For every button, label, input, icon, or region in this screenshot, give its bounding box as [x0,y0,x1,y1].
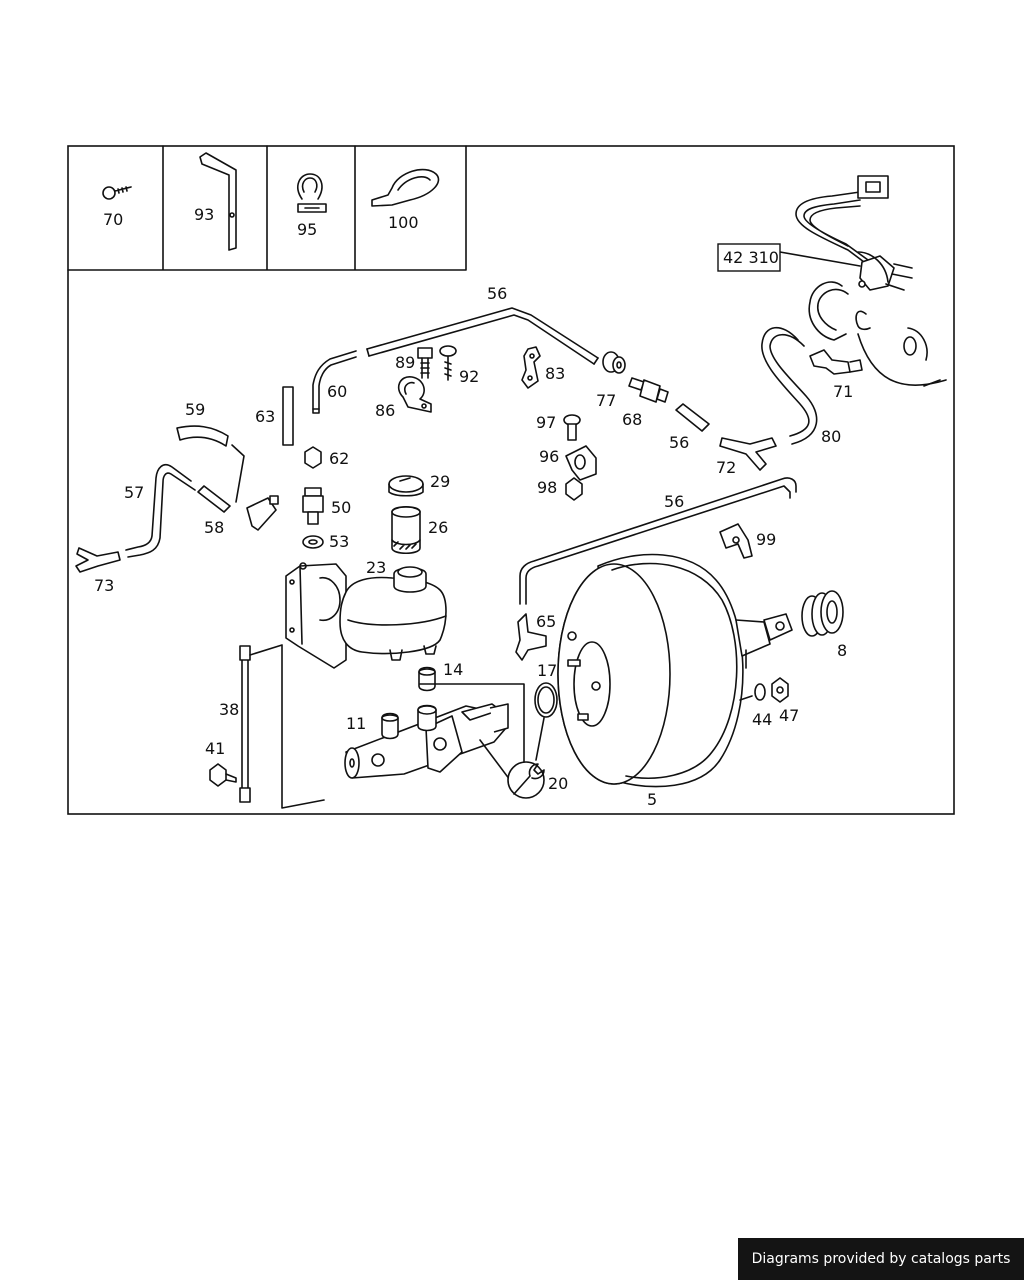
washer-44 [754,683,766,701]
part-number-label: 83 [545,364,565,383]
legend-label: 95 [297,220,317,239]
part-number-label: 96 [539,447,559,466]
part-number-label: 68 [622,410,642,429]
part-number-label: 5 [647,790,657,809]
part-number-label: 26 [428,518,448,537]
part-number-label: 73 [94,576,114,595]
credit-text: Diagrams provided by catalogs parts [751,1251,1011,1267]
part-number-label: 77 [596,391,616,410]
bracket-38 [239,644,325,809]
part-number-label: 62 [329,449,349,468]
part-number-label: 44 [752,710,772,729]
part-number-label: 89 [395,353,415,372]
master-cylinder-11 [344,703,511,781]
grommet-77 [602,351,626,374]
hose-60 [312,350,357,414]
clip-86 [397,376,432,413]
tee-72 [719,437,777,471]
diagram-frame [67,145,955,815]
tee-73 [75,547,121,573]
part-number-label: 56 [669,433,689,452]
screw-92 [439,345,457,381]
part-number-label: 92 [459,367,479,386]
reservoir-cap-29 [388,475,424,497]
part-number-label: 99 [756,530,776,549]
part-number-label: 71 [833,382,853,401]
callout-box-42310 [717,243,781,272]
hose-clamp-icon [297,173,327,213]
brake-booster-5 [557,553,793,788]
part-number-label: 97 [536,413,556,432]
grommet-96 [565,445,597,481]
part-number-label: 50 [331,498,351,517]
vacuum-hose-56 [366,307,599,365]
part-number-label: 98 [537,478,557,497]
legend-label: 93 [194,205,214,224]
brake-fluid-reservoir-23 [285,562,447,669]
legend-box: 70 93 95 100 [67,145,467,271]
part-number-label: 8 [837,641,847,660]
part-number-label: 47 [779,706,799,725]
hose-57 [125,463,196,558]
nut-98 [565,477,583,501]
part-number-label: 72 [716,458,736,477]
part-number-label: 60 [327,382,347,401]
fitting-65 [515,613,547,661]
part-number-label: 56 [664,492,684,511]
nut-47 [771,677,789,703]
part-number-label: 53 [329,532,349,551]
part-number-label: 38 [219,700,239,719]
bracket-83 [521,346,541,389]
tee-fitting [246,495,279,531]
part-number-label: 65 [536,612,556,631]
nut-62 [304,446,322,469]
wrench-icon [507,761,545,799]
screw-icon [102,186,132,200]
rubber-boot-8 [801,590,844,637]
filter-26 [391,505,421,555]
part-number-label: 41 [205,739,225,758]
cable-tie-icon [371,168,440,207]
clip-99 [719,523,753,559]
part-number-label: 14 [443,660,463,679]
bracket-icon [199,152,237,251]
part-number-label: 42 310 [723,248,779,267]
part-number-label: 56 [487,284,507,303]
screw-97 [563,414,581,441]
vacuum-hose-56-mid [519,477,797,605]
washer-53 [302,535,324,549]
hose-80 [761,326,818,445]
tube-63 [282,386,294,446]
part-number-label: 57 [124,483,144,502]
part-number-label: 58 [204,518,224,537]
part-number-label: 11 [346,714,366,733]
part-number-label: 80 [821,427,841,446]
bolt-41 [209,763,237,787]
hose-56-short [675,403,710,432]
elbow-71 [809,349,863,375]
part-number-label: 20 [548,774,568,793]
part-number-label: 59 [185,400,205,419]
part-number-label: 23 [366,558,386,577]
legend-label: 100 [388,213,419,232]
hose-59 [176,425,229,447]
credit-banner: Diagrams provided by catalogs parts [738,1238,1024,1280]
part-number-label: 17 [537,661,557,680]
bolt-89 [417,347,433,379]
o-ring-17 [534,682,558,718]
fitting-50 [302,487,324,525]
check-valve-68 [628,377,669,403]
connector-58 [197,485,231,513]
vacuum-switch-42310 [779,175,947,387]
part-number-label: 29 [430,472,450,491]
part-number-label: 86 [375,401,395,420]
part-number-label: 63 [255,407,275,426]
legend-label: 70 [103,210,123,229]
seal-14 [418,666,436,692]
